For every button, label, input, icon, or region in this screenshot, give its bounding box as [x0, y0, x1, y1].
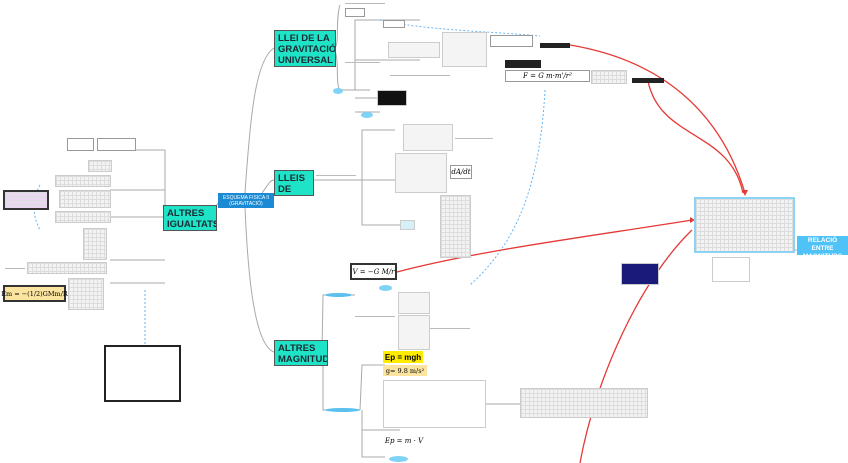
orbit-image: [377, 90, 407, 106]
formula-image: [27, 262, 107, 274]
branch-gravitation[interactable]: LLEI DE LA GRAVITACIÓ UNIVERSAL: [274, 30, 336, 67]
root-title: ESQUEMA FISICA II: [222, 195, 270, 201]
label-line: [390, 75, 450, 76]
label-line: [455, 138, 493, 139]
formula-image: [3, 190, 49, 210]
formula-image: [490, 35, 533, 47]
formula-force: F = G m·m'/r²: [505, 70, 590, 82]
field-image: [621, 263, 659, 285]
link-bubble[interactable]: [361, 112, 373, 118]
graph-image: [104, 345, 181, 402]
branch-magnitudes[interactable]: ALTRES MAGNITUDS: [274, 340, 328, 366]
label-line: [5, 268, 25, 269]
sub-node[interactable]: [325, 293, 352, 297]
formula-image: [712, 257, 750, 282]
label-line: [345, 62, 380, 63]
formula-image: [55, 211, 111, 223]
formula-image: [345, 8, 365, 17]
label-line: [316, 175, 356, 176]
branch-relation[interactable]: RELACIÓ ENTRE MAGNITUDS: [797, 236, 848, 260]
formula-image: [68, 278, 104, 310]
link-bubble[interactable]: [333, 88, 343, 94]
area-law-image: [395, 153, 447, 193]
relation-diagram-image: [694, 197, 795, 253]
link-bubble[interactable]: [379, 285, 392, 291]
ellipse-orbit-image: [403, 124, 453, 151]
formula-gravity: g= 9.8 m/s²: [383, 365, 427, 376]
formula-image: [400, 220, 415, 230]
label-line: [345, 3, 385, 4]
formula-image: [383, 20, 405, 28]
formula-image: [59, 190, 111, 208]
root-node[interactable]: ESQUEMA FISICA II (GRAVITACIÓ): [218, 193, 274, 208]
field-lines-image: [388, 42, 440, 58]
radial-field-image: [442, 32, 487, 67]
formula-image: [83, 228, 107, 260]
branch-kepler[interactable]: LLEIS DE KEPLER: [274, 170, 314, 196]
earth-potential-graph: [383, 380, 486, 428]
label-dark: [505, 60, 541, 68]
formula-list-image: [440, 195, 471, 258]
formula-potential: V = −G M/r: [350, 263, 397, 280]
branch-equalities[interactable]: ALTRES IGUALTATS: [163, 205, 217, 231]
label-line: [355, 316, 395, 317]
formula-ep-mgh: Ep = mgh: [383, 351, 423, 363]
formula-image: [67, 138, 94, 151]
root-subtitle: (GRAVITACIÓ): [229, 201, 263, 207]
sub-node[interactable]: [325, 408, 360, 412]
link-bubble[interactable]: [389, 456, 408, 462]
formula-area: dA/dt: [450, 165, 472, 179]
integral-image: [520, 388, 648, 418]
formula-image: [88, 160, 112, 172]
equipotential-image: [398, 315, 430, 350]
formula-image: [55, 175, 111, 187]
potential-well-image: [398, 292, 430, 314]
label-dark: [632, 78, 664, 83]
label-line: [430, 328, 470, 329]
formula-image: [97, 138, 136, 151]
formula-image: [591, 70, 627, 84]
label-dark: [540, 43, 570, 48]
formula-escape-energy: Em = −(1/2)GMm/R: [1, 285, 68, 302]
formula-ep-mv: Ep = m · V: [383, 436, 425, 446]
